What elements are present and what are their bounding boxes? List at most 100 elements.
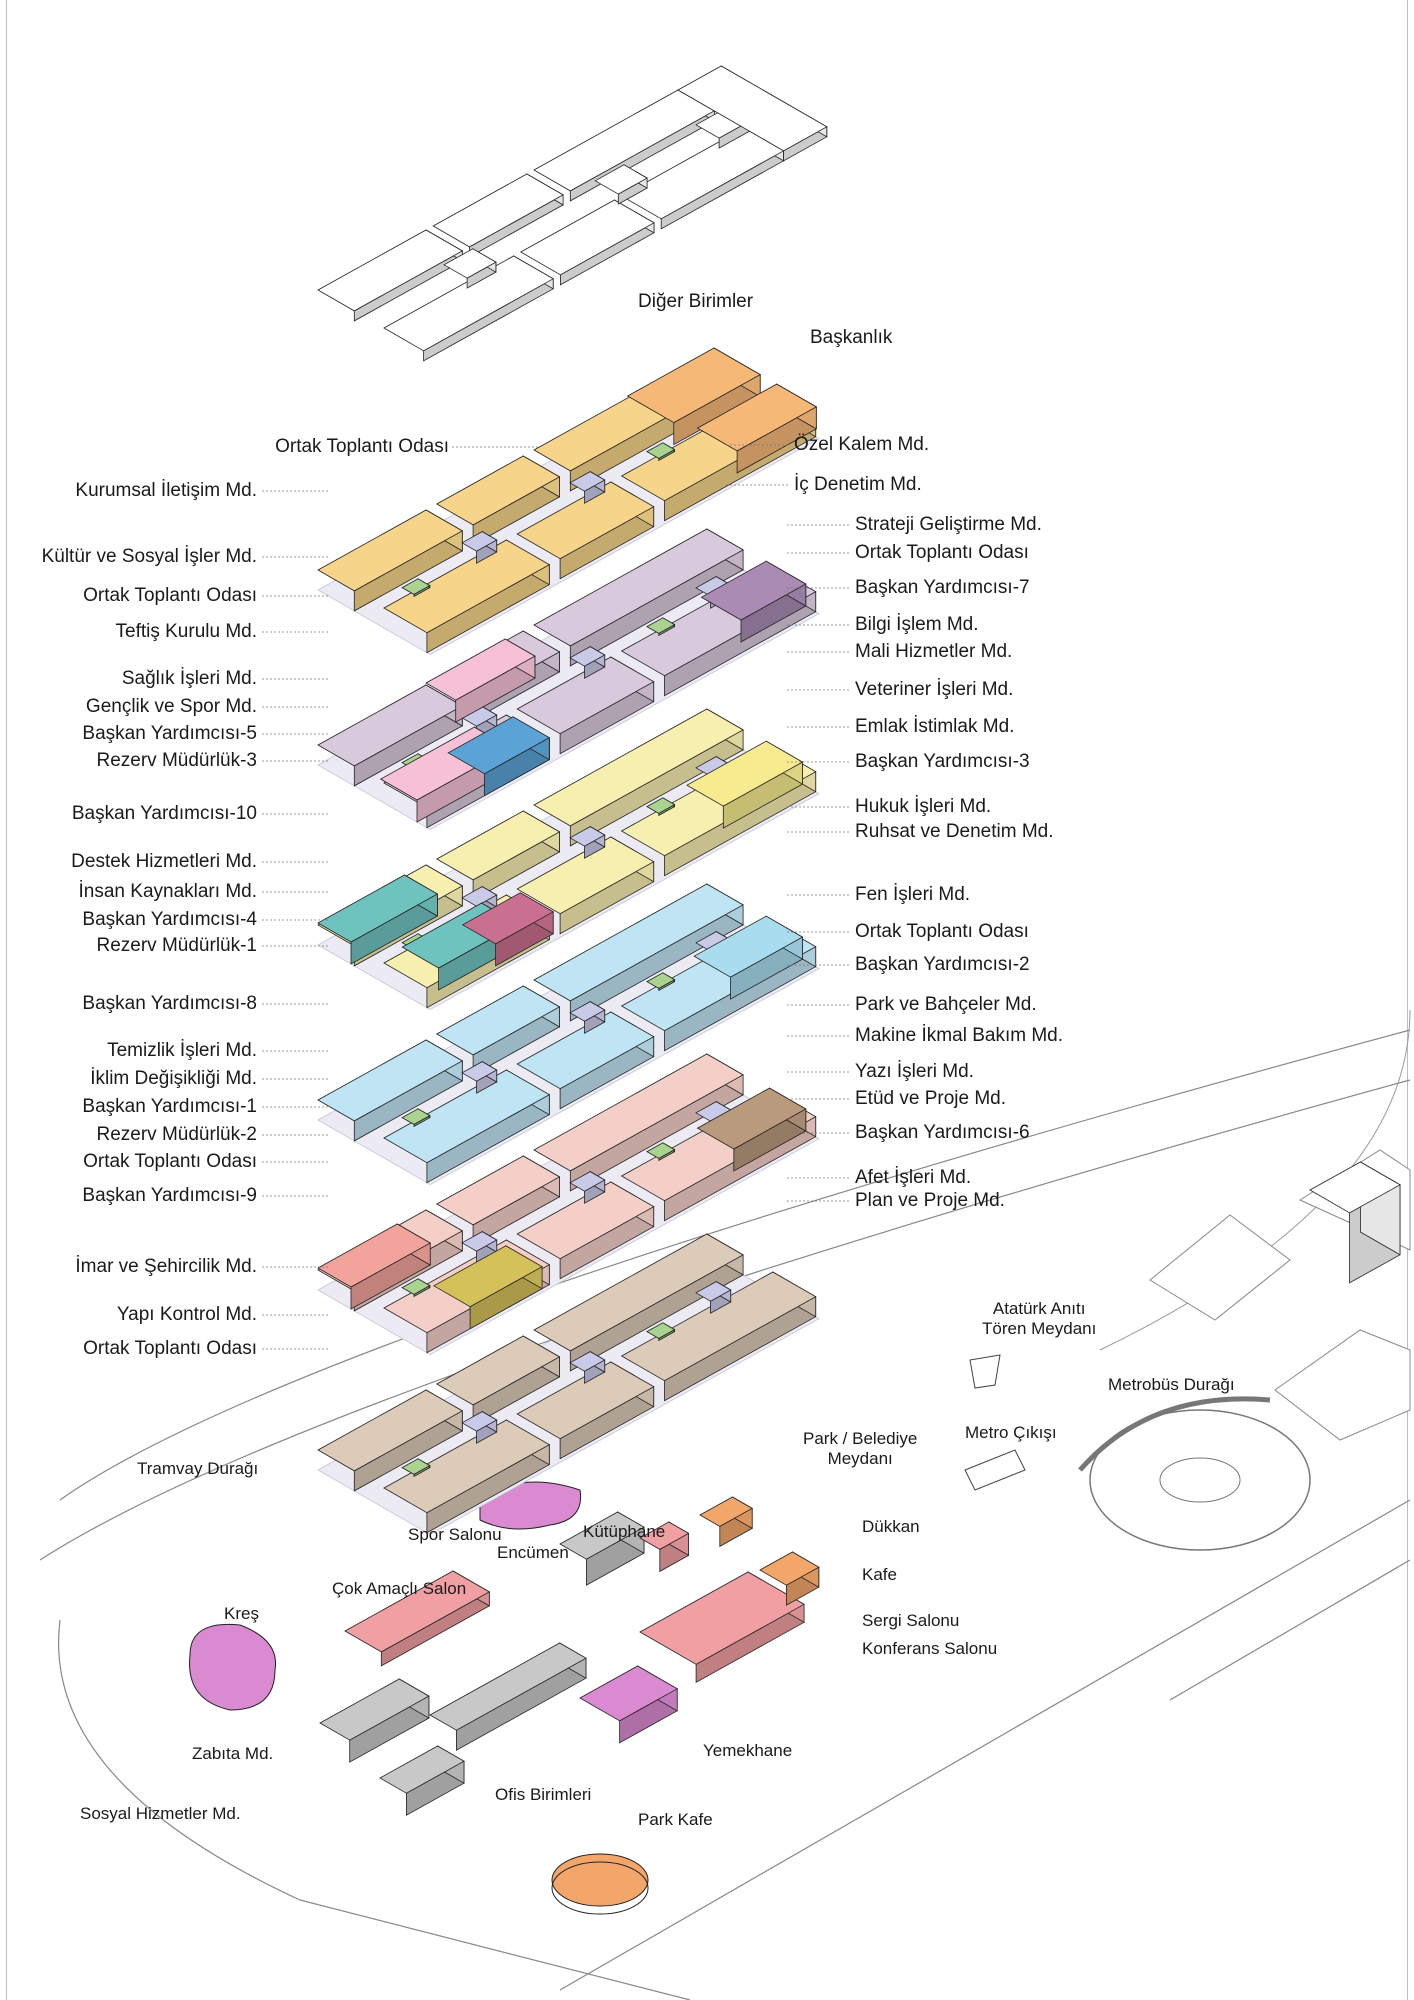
accent-block: [425, 638, 536, 723]
site-label-ofis: Ofis Birimleri: [495, 1785, 592, 1804]
label-ortak2: Ortak Toplantı Odası: [83, 1151, 257, 1172]
label-ruhsat: Ruhsat ve Denetim Md.: [855, 821, 1054, 842]
label-kultur: Kültür ve Sosyal İşler Md.: [41, 546, 257, 567]
roof-block: [594, 164, 648, 205]
leader-lines: [262, 444, 849, 1350]
office-block: [516, 1361, 655, 1460]
office-block: [383, 1419, 551, 1534]
label-by1: Başkan Yardımcısı-1: [82, 1096, 257, 1117]
label-ortak_r2: Ortak Toplantı Odası: [855, 921, 1029, 942]
site-label-sosyal: Sosyal Hizmetler Md.: [80, 1804, 241, 1823]
site-label-kutuphane: Kütüphane: [583, 1522, 666, 1541]
label-yazi: Yazı İşleri Md.: [855, 1061, 974, 1082]
site-label-metrobus: Metrobüs Durağı: [1108, 1375, 1235, 1394]
label-by8: Başkan Yardımcısı-8: [82, 993, 257, 1014]
label-ozel: Özel Kalem Md.: [794, 434, 930, 455]
green-terrace: [646, 1142, 676, 1162]
label-etud: Etüd ve Proje Md.: [855, 1088, 1007, 1109]
green-terrace: [401, 578, 431, 598]
label-emlak: Emlak İstimlak Md.: [855, 716, 1015, 737]
accent-block: [461, 892, 555, 967]
office-block: [516, 481, 655, 580]
office-block: [516, 1181, 655, 1280]
site-label-kafe: Kafe: [862, 1565, 897, 1584]
label-genclik: Gençlik ve Spor Md.: [85, 696, 257, 717]
label-teftis: Teftiş Kurulu Md.: [115, 621, 258, 642]
label-ortak_top: Ortak Toplantı Odası: [275, 436, 449, 457]
label-by4: Başkan Yardımcısı-4: [82, 909, 257, 930]
label-by2: Başkan Yardımcısı-2: [855, 954, 1030, 975]
label-yapi: Yapı Kontrol Md.: [116, 1304, 257, 1325]
meeting-room: [461, 530, 498, 564]
green-terrace: [646, 1322, 676, 1342]
accent-block: [447, 716, 551, 797]
accent-block: [432, 1245, 543, 1330]
meeting-room: [569, 1000, 606, 1034]
office-block: [317, 509, 464, 612]
label-mali: Mali Hizmetler Md.: [855, 641, 1013, 662]
label-ortak3: Ortak Toplantı Odası: [83, 1338, 257, 1359]
dukkan-building: [699, 1496, 754, 1548]
label-imar: İmar ve Şehircilik Md.: [75, 1256, 257, 1277]
sosyal-hizmetler-building: [379, 1745, 465, 1816]
green-terrace: [401, 1278, 431, 1298]
roof-block: [443, 248, 497, 289]
label-by3: Başkan Yardımcısı-3: [855, 751, 1030, 772]
office-block: [516, 656, 655, 755]
label-afet: Afet İşleri Md.: [855, 1167, 972, 1188]
meeting-room: [461, 1230, 498, 1264]
label-by5: Başkan Yardımcısı-5: [82, 723, 257, 744]
label-saglik: Sağlık İşleri Md.: [121, 668, 257, 689]
green-terrace: [401, 1458, 431, 1478]
office-block: [317, 1389, 464, 1492]
floor-4: [317, 883, 820, 1186]
label-ortak1: Ortak Toplantı Odası: [83, 585, 257, 606]
accent-block: [696, 1087, 807, 1172]
site-label-sergi: Sergi Salonu: [862, 1611, 960, 1630]
site-label-tramvay: Tramvay Durağı: [137, 1459, 259, 1478]
office-block: [533, 528, 744, 667]
label-diger: Diğer Birimler: [638, 291, 754, 312]
label-iklim: İklim Değişikliği Md.: [90, 1068, 257, 1089]
meeting-room: [569, 645, 606, 679]
green-terrace: [646, 617, 676, 637]
zabita-building: [319, 1678, 430, 1763]
kafe-building: [759, 1551, 820, 1606]
roof-block: [317, 229, 464, 322]
roof-block: [677, 65, 828, 162]
accent-block: [317, 874, 439, 965]
yemekhane-building: [579, 1665, 679, 1744]
floor-3: [317, 708, 820, 1011]
site-label-dukkan: Dükkan: [862, 1517, 920, 1536]
meeting-room: [461, 1410, 498, 1444]
label-ortak_r1: Ortak Toplantı Odası: [855, 542, 1029, 563]
meeting-room: [569, 1170, 606, 1204]
konferans-salonu-building: [639, 1571, 805, 1683]
site-label-parkkafe: Park Kafe: [638, 1810, 713, 1829]
office-block: [383, 1069, 551, 1184]
commercial-building: [1309, 1161, 1401, 1284]
floor-2: [317, 528, 820, 831]
site-plan: [39, 1009, 1411, 2000]
roof-block: [519, 199, 655, 286]
label-rez3: Rezerv Müdürlük-3: [96, 750, 258, 771]
label-destek: Destek Hizmetleri Md.: [71, 851, 257, 872]
office-block: [435, 455, 561, 546]
meeting-room: [569, 825, 606, 859]
office-block: [620, 1271, 817, 1402]
green-terrace: [646, 972, 676, 992]
label-bilgi: Bilgi İşlem Md.: [855, 614, 979, 635]
label-strateji: Strateji Geliştirme Md.: [855, 514, 1042, 535]
label-by6: Başkan Yardımcısı-6: [855, 1122, 1030, 1143]
site-label-konferans: Konferans Salonu: [862, 1639, 998, 1658]
site-label-metro: Metro Çıkışı: [965, 1423, 1057, 1442]
label-by7: Başkan Yardımcısı-7: [855, 577, 1030, 598]
roof-block: [383, 255, 555, 362]
floor-5: [317, 1053, 820, 1356]
roof-block: [432, 173, 564, 258]
site-label-yemekhane: Yemekhane: [703, 1741, 793, 1760]
accent-block: [626, 347, 762, 446]
office-block: [383, 539, 551, 654]
floor-6: [317, 1233, 820, 1536]
